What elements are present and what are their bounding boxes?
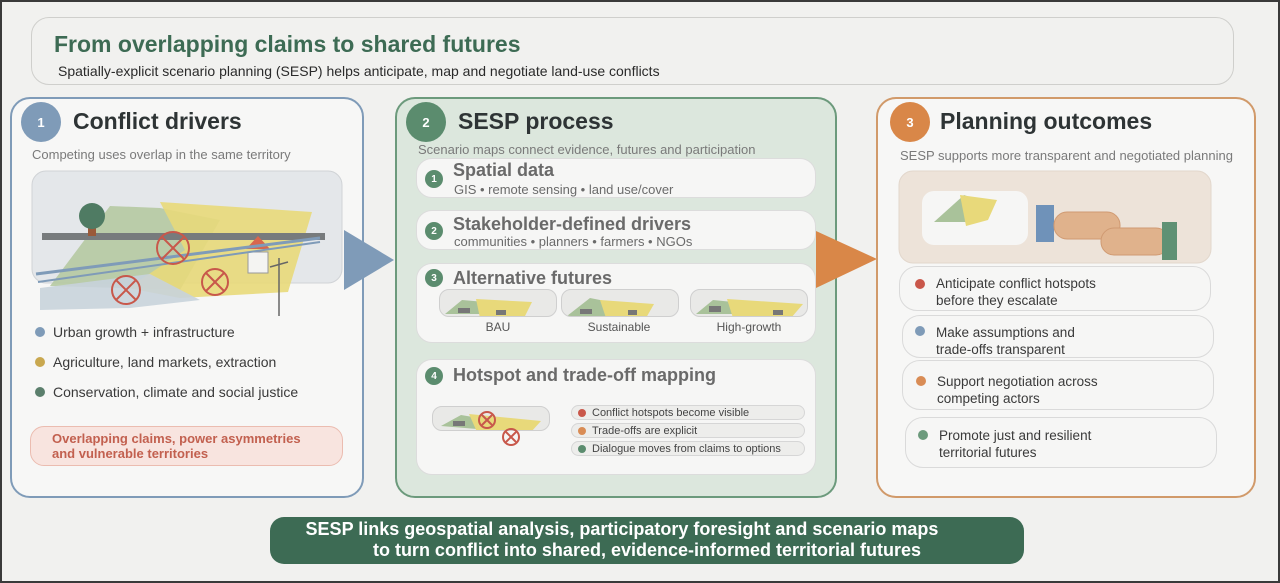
scenario-label: High-growth [716,320,782,334]
step-number-badge: 3 [425,269,443,287]
point-label: Dialogue moves from claims to options [592,442,781,455]
hotspot-point: Trade-offs are explicit [571,423,805,438]
driver-bullet-conservation: Conservation, climate and social justice [35,384,298,400]
step-description: GIS • remote sensing • land use/cover [454,182,674,197]
tree-icon [79,203,105,229]
page-title: From overlapping claims to shared future… [54,31,521,57]
infrastructure-line [35,236,321,276]
conflict-marker-icon [156,231,190,265]
panel-number-badge: 1 [21,102,61,142]
scenario-map-bau [439,289,557,317]
step-title: Stakeholder-defined drivers [453,214,692,234]
river-area-shape [40,274,200,310]
step-number-badge: 2 [425,222,443,240]
conflict-marker-icon [111,275,141,305]
panel-title: SESP process [458,108,614,134]
bullet-dot [35,327,45,337]
summary-line: to turn conflict into shared, evidence-i… [372,540,922,560]
conflict-marker-icon [502,428,520,446]
bullet-dot [35,387,45,397]
bullet-label: Conservation, climate and social justice [53,384,299,400]
scenario-map-high-growth [690,289,808,317]
outcome-dot [918,430,928,440]
outcome-dot [915,326,925,336]
outcome-dot [916,376,926,386]
step-description: communities • planners • farmers • NGOs [454,234,693,249]
driver-bullet-agriculture: Agriculture, land markets, extraction [35,354,276,370]
summary-line: SESP links geospatial analysis, particip… [305,519,939,539]
conflict-marker-icon [478,411,496,429]
outcome-dot [915,279,925,289]
page-subtitle: Spatially-explicit scenario planning (SE… [58,63,660,79]
header-banner: From overlapping claims to shared future… [31,17,1234,85]
bullet-label: Agriculture, land markets, extraction [53,354,277,370]
handshake-icon [1053,211,1121,240]
panel-number-badge: 3 [890,102,930,142]
flow-arrow-icon [344,230,394,290]
panel-subtitle: Competing uses overlap in the same terri… [32,147,291,162]
summary-banner: SESP links geospatial analysis, particip… [270,517,1024,564]
step-title: Hotspot and trade-off mapping [453,365,716,385]
panel-subtitle: SESP supports more transparent and negot… [900,148,1233,163]
warning-line: and vulnerable territories [52,446,209,461]
process-step-spatial-data: 1 Spatial data GIS • remote sensing • la… [416,158,816,198]
scenario-label: Sustainable [587,320,651,334]
warning-box: Overlapping claims, power asymmetries an… [30,426,343,466]
land-use-overlap-illustration [31,170,343,316]
driver-bullet-urban: Urban growth + infrastructure [35,324,235,340]
point-dot [578,408,586,417]
panel-title: Conflict drivers [73,108,242,134]
conflict-marker-icon [201,268,229,296]
house-icon [247,251,269,274]
point-dot [578,444,586,453]
scenario-label: BAU [485,320,511,334]
actor-icon-blue [1036,205,1054,242]
scenario-map-sustainable [561,289,679,317]
actor-icon-green [1162,222,1177,260]
step-number-badge: 1 [425,170,443,188]
panel-title: Planning outcomes [940,108,1153,134]
step-title: Alternative futures [453,268,613,288]
step-number-badge: 4 [425,367,443,385]
warning-line: Overlapping claims, power asymmetries [52,431,301,446]
bullet-label: Urban growth + infrastructure [53,324,235,340]
negotiation-illustration [898,170,1212,264]
point-label: Conflict hotspots become visible [592,406,750,419]
hotspot-point: Dialogue moves from claims to options [571,441,805,456]
bullet-dot [35,357,45,367]
process-step-stakeholder-drivers: 2 Stakeholder-defined drivers communitie… [416,210,816,250]
panel-number-badge: 2 [406,102,446,142]
panel-subtitle: Scenario maps connect evidence, futures … [418,142,756,157]
point-label: Trade-offs are explicit [592,424,698,437]
step-title: Spatial data [453,160,555,180]
hotspot-point: Conflict hotspots become visible [571,405,805,420]
flow-arrow-icon [816,231,877,288]
point-dot [578,426,586,435]
